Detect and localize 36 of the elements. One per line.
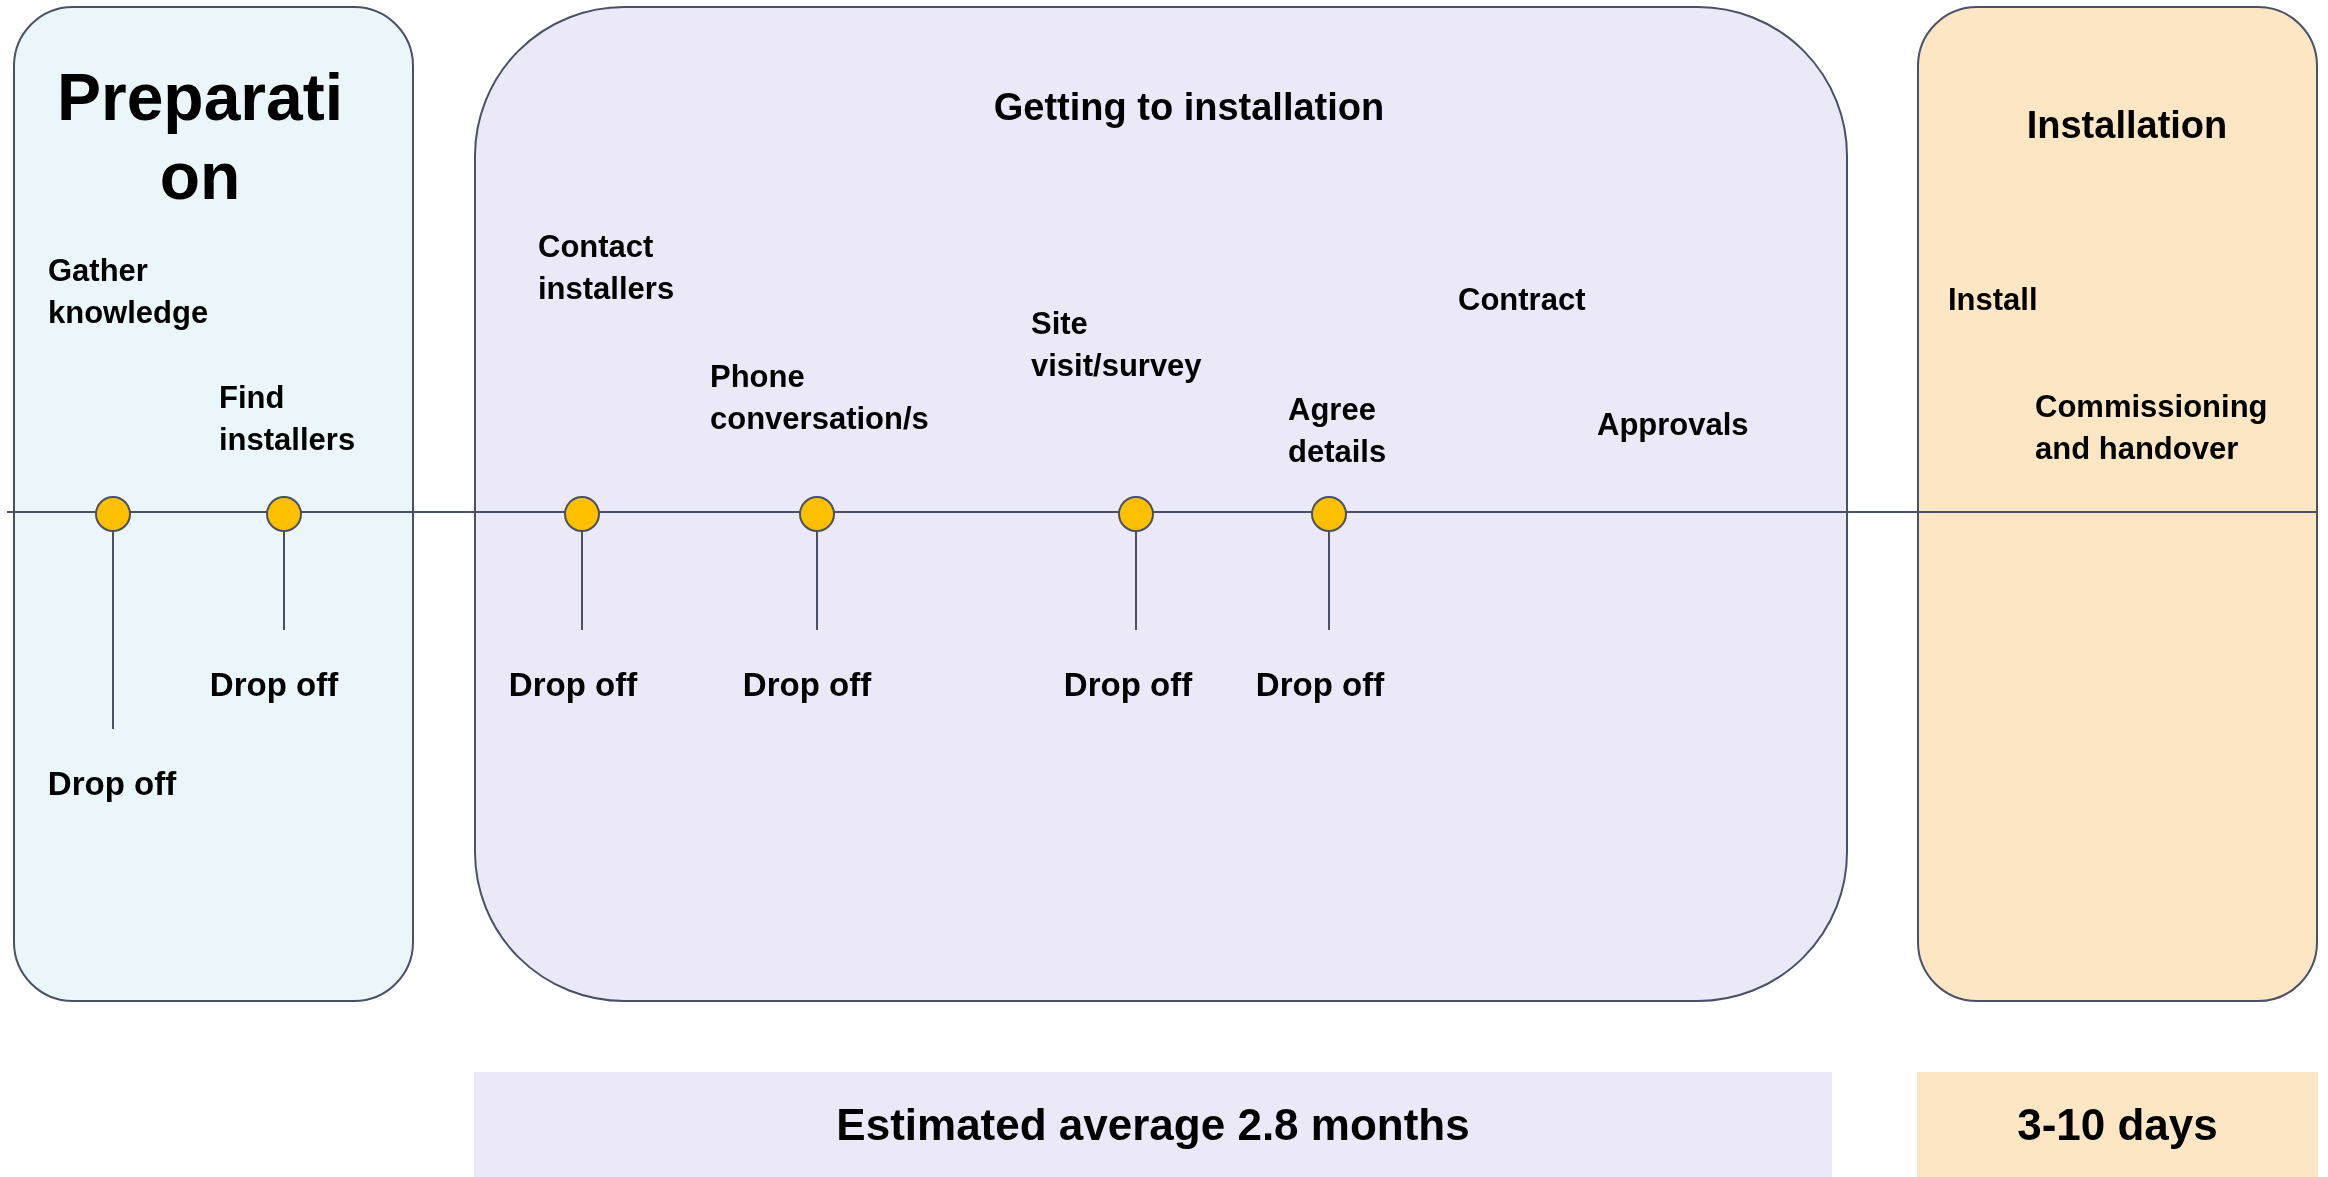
drop-off-label: Drop off [498,630,648,710]
drop-off-label: Drop off [1245,630,1395,710]
step-label: Install [1948,281,2039,319]
drop-off-line [1328,531,1330,631]
timeline-dot [799,496,835,532]
step-label: Phone conversation/s [710,358,930,438]
phase-panel [1917,6,2318,1002]
timeline-dot [1118,496,1154,532]
drop-off-label: Drop off [37,729,187,809]
panel-heading: Installation [2025,103,2229,148]
step-label: Contract [1458,281,1587,319]
timeline-dot [266,496,302,532]
step-label: Find installers [219,379,357,459]
timeline-dot [564,496,600,532]
phase-panel [474,6,1848,1002]
panel-heading: Preparation [55,59,345,216]
drop-off-label: Drop off [199,630,349,710]
drop-off-line [112,531,114,730]
step-label: Site visit/survey [1031,305,1203,385]
drop-off-line [581,531,583,631]
duration-band: 3-10 days [1917,1072,2318,1177]
drop-off-label: Drop off [732,630,882,710]
panel-heading: Getting to installation [992,85,1386,130]
timeline-dot [1311,496,1347,532]
step-label: Gather knowledge [48,252,210,332]
phase-panel [13,6,414,1002]
step-label: Contact installers [538,228,676,308]
timeline-dot [95,496,131,532]
drop-off-line [1135,531,1137,631]
drop-off-label: Drop off [1053,630,1203,710]
step-label: Approvals [1597,406,1750,444]
step-label: Agree details [1288,391,1388,471]
step-label: Commissioning and handover [2035,388,2269,468]
duration-band: Estimated average 2.8 months [474,1072,1832,1177]
drop-off-line [816,531,818,631]
drop-off-line [283,531,285,631]
